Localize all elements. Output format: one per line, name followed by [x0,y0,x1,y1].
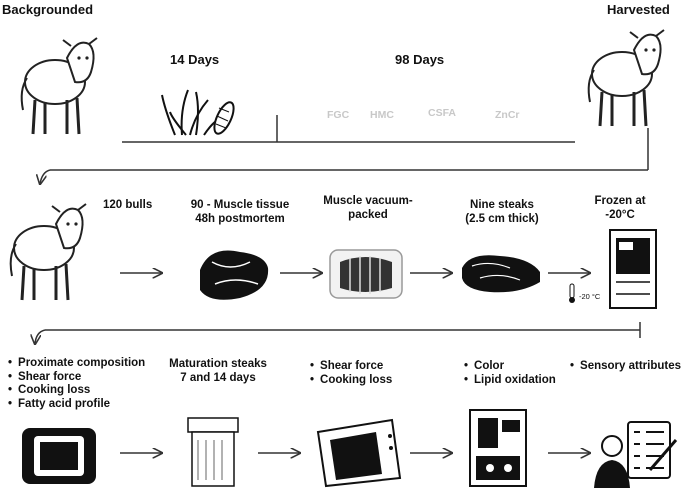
thermometer-label: -20 °C [579,292,601,301]
frozen-line1: Frozen at [594,195,646,207]
analyses-list-1: Proximate composition Shear force Cookin… [8,357,145,411]
cow-icon [9,202,88,302]
analysis-item: Cooking loss [8,384,145,398]
incubator-icon [187,417,239,487]
return-arrow-bottom [35,329,46,344]
lab-instrument-icon [469,409,527,487]
analyzer-icon [22,428,96,484]
diet-label-fgc: FGC [327,109,350,121]
grass-corn-icon [161,89,235,136]
analysis-item: Proximate composition [8,357,145,371]
muscle-tissue-line1: 90 - Muscle tissue [190,199,290,211]
nine-steaks-line1: Nine steaks [470,199,534,211]
vacuum-packed-line2: packed [348,209,388,221]
cow-icon [587,28,666,128]
backgrounded-label: Backgrounded [2,2,94,17]
analyses-list-4: Sensory attributes [570,360,681,374]
nine-steaks-label: Nine steaks (2.5 cm thick) [452,198,552,226]
analysis-item: Color [464,360,556,374]
steak-icon [462,255,540,293]
frozen-line2: -20°C [605,209,635,221]
days-98-label: 98 Days [395,52,445,67]
analysis-item: Shear force [310,360,392,374]
vacuum-pack-icon [329,249,403,299]
nine-steaks-line2: (2.5 cm thick) [465,213,539,225]
analysis-item: Cooking loss [310,374,392,388]
sensory-panel-icon [594,421,678,488]
analysis-item: Lipid oxidation [464,374,556,388]
analyses-list-2: Shear force Cooking loss [310,360,392,387]
frozen-label: Frozen at -20°C [585,194,655,222]
vacuum-packed-line1: Muscle vacuum- [323,195,413,207]
days-14-label: 14 Days [170,52,220,67]
harvested-label: Harvested [607,2,670,17]
diet-label-csfa: CSFA [428,107,457,119]
maturation-line1: Maturation steaks [169,358,267,370]
analysis-item: Fatty acid profile [8,398,145,412]
analysis-item: Sensory attributes [570,360,681,374]
meat-icon [200,250,269,300]
return-arrow-top [40,169,51,184]
maturation-label: Maturation steaks 7 and 14 days [163,357,273,385]
diet-label-hmc: HMC [370,109,394,121]
cow-icon [20,36,99,136]
analyses-list-3: Color Lipid oxidation [464,360,556,387]
diet-label-zncr: ZnCr [495,109,520,121]
muscle-tissue-line2: 48h postmortem [195,213,285,225]
muscle-tissue-label: 90 - Muscle tissue 48h postmortem [185,198,295,226]
vacuum-packed-label: Muscle vacuum- packed [318,194,418,222]
bulls-label: 120 bulls [103,199,153,211]
oven-icon [316,418,402,488]
analysis-item: Shear force [8,371,145,385]
freezer-icon [609,229,657,309]
maturation-line2: 7 and 14 days [180,372,256,384]
thermometer-icon [569,283,575,303]
